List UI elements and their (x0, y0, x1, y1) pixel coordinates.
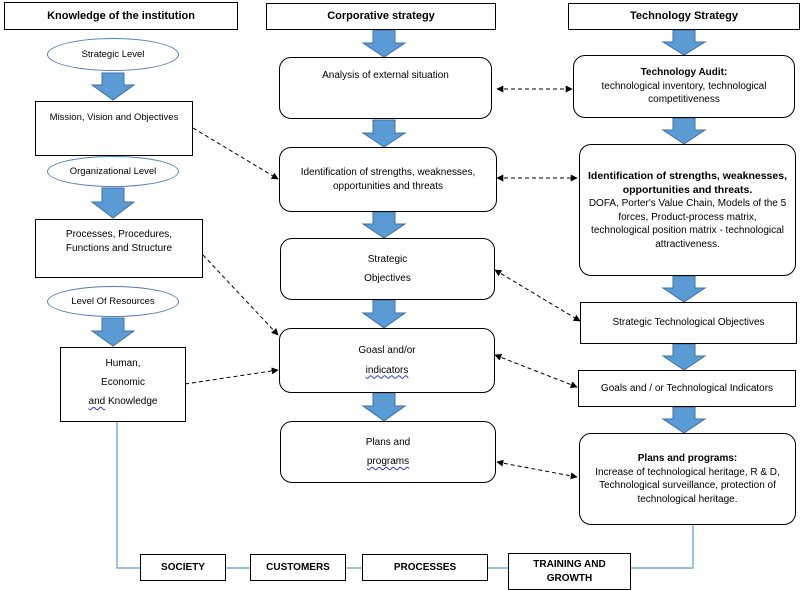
down-arrow-mid-4 (361, 299, 407, 329)
processes-line2: Functions and Structure (65, 242, 173, 254)
resources-human: Human, (105, 358, 141, 369)
header-corporative: Corporative strategy (266, 3, 496, 30)
box-processes: Processes, Procedures, Functions and Str… (35, 219, 203, 278)
box-strategic-tech-objectives: Strategic Technological Objectives (580, 302, 797, 344)
box-society: SOCIETY (140, 554, 226, 581)
down-arrow-right-3 (661, 275, 707, 303)
dashed-arrow-plans (496, 459, 578, 480)
down-arrow-mid-5 (361, 392, 407, 422)
tech-plans-body: Increase of technological heritage, R & … (595, 466, 780, 505)
resources-knowledge: and Knowledge (89, 392, 158, 411)
connector-left (116, 422, 140, 569)
goals-line1: Goasl and/or (358, 345, 416, 356)
down-arrow-mid-2 (361, 119, 407, 148)
dashed-arrow-strategic (494, 269, 581, 322)
box-processes-bottom: PROCESSES (362, 554, 488, 581)
box-technology-audit: Technology Audit: technological inventor… (573, 55, 795, 118)
tech-ident-title: Identification of strengths, weaknesses,… (588, 169, 787, 196)
dashed-arrow-goals (494, 354, 578, 388)
strategic-word: Strategic (367, 253, 408, 265)
tech-plans-title: Plans and programs: (637, 453, 738, 464)
box-tech-plans: Plans and programs: Increase of technolo… (579, 433, 796, 525)
down-arrow-right-5 (661, 406, 707, 434)
box-training: TRAINING AND GROWTH (508, 553, 631, 590)
down-arrow-right-1 (661, 29, 707, 56)
ellipse-strategic-level: Strategic Level (47, 38, 179, 71)
header-technology: Technology Strategy (568, 3, 800, 30)
dashed-arrow-processes (202, 254, 279, 336)
resources-knowledge-word: Knowledge (107, 396, 158, 407)
resources-and: and (88, 396, 106, 407)
objectives-word: Objectives (364, 273, 411, 284)
box-mission: Mission, Vision and Objectives (35, 101, 193, 156)
box-resources: Human, Economic and Knowledge (60, 347, 186, 422)
audit-body: technological inventory, technological c… (601, 80, 767, 106)
plans-line1: Plans and (365, 436, 411, 448)
connector-right (631, 525, 694, 569)
down-arrow-left-2 (90, 187, 136, 219)
dashed-arrow-mission (192, 127, 279, 180)
ellipse-resources-level: Level Of Resources (47, 286, 179, 317)
box-goals: Goasl and/or indicators (279, 328, 495, 393)
box-plans: Plans and programs (280, 421, 496, 483)
plans-line2: programs (366, 456, 410, 467)
box-customers: CUSTOMERS (250, 554, 346, 581)
dashed-arrow-resources (184, 367, 279, 385)
down-arrow-mid-3 (361, 211, 407, 239)
down-arrow-left-3 (90, 317, 136, 347)
goals-line2: indicators (365, 364, 409, 376)
box-strategic-objectives: Strategic Objectives (280, 238, 495, 300)
box-tech-identification: Identification of strengths, weaknesses,… (579, 144, 796, 276)
down-arrow-mid-1 (361, 29, 407, 58)
down-arrow-right-2 (661, 117, 707, 145)
box-identification: Identification of strengths, weaknesses,… (279, 147, 497, 212)
tech-ident-body: DOFA, Porter's Value Chain, Models of th… (588, 198, 787, 250)
resources-economic: Economic (101, 377, 145, 388)
header-knowledge: Knowledge of the institution (4, 2, 238, 30)
ellipse-organizational-level: Organizational Level (47, 156, 179, 187)
audit-title: Technology Audit: (640, 67, 728, 79)
box-analysis: Analysis of external situation (279, 57, 492, 119)
box-goals-tech: Goals and / or Technological Indicators (578, 370, 796, 407)
down-arrow-right-4 (661, 343, 707, 371)
down-arrow-left-1 (90, 72, 136, 101)
processes-line1: Processes, Procedures, (65, 229, 173, 240)
